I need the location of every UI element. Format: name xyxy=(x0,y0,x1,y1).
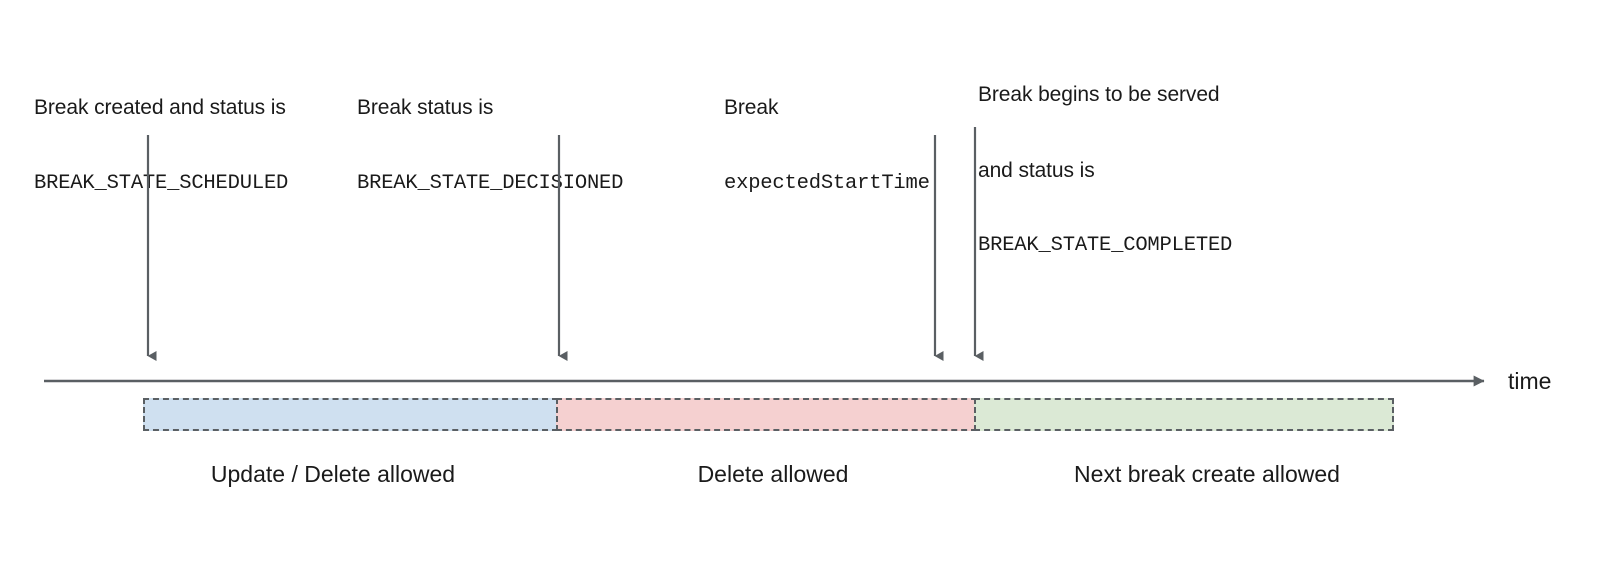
annotation-line-code: BREAK_STATE_DECISIONED xyxy=(357,171,624,195)
annotation-line: Break begins to be served xyxy=(978,83,1220,107)
annotation-line: Break status is xyxy=(357,96,494,120)
segment-caption-delete: Delete allowed xyxy=(697,461,849,487)
annotation-break-completed: Break begins to be served and status is … xyxy=(978,35,1232,305)
annotation-break-decisioned: Break status is BREAK_STATE_DECISIONED xyxy=(357,48,623,243)
segment-caption-update-delete: Update / Delete allowed xyxy=(210,461,456,487)
annotation-line: Break xyxy=(724,96,779,120)
time-axis-label: time xyxy=(1508,368,1552,394)
annotation-break-scheduled: Break created and status is BREAK_STATE_… xyxy=(34,48,288,243)
annotation-line: Break created and status is xyxy=(34,96,286,120)
segment-caption-next-create: Next break create allowed xyxy=(1074,461,1340,487)
annotation-line-code: BREAK_STATE_COMPLETED xyxy=(978,233,1233,257)
annotation-line: and status is xyxy=(978,158,1095,182)
annotation-break-expected-start-time: Break expectedStartTime xyxy=(724,48,930,243)
timeline-segments-bar xyxy=(143,398,1394,431)
timeline-segment-update-delete xyxy=(143,398,558,431)
timeline-segment-next-create xyxy=(974,398,1394,431)
timeline-segment-delete xyxy=(555,398,977,431)
annotation-line-code: expectedStartTime xyxy=(724,171,930,195)
annotation-line-code: BREAK_STATE_SCHEDULED xyxy=(34,171,289,195)
